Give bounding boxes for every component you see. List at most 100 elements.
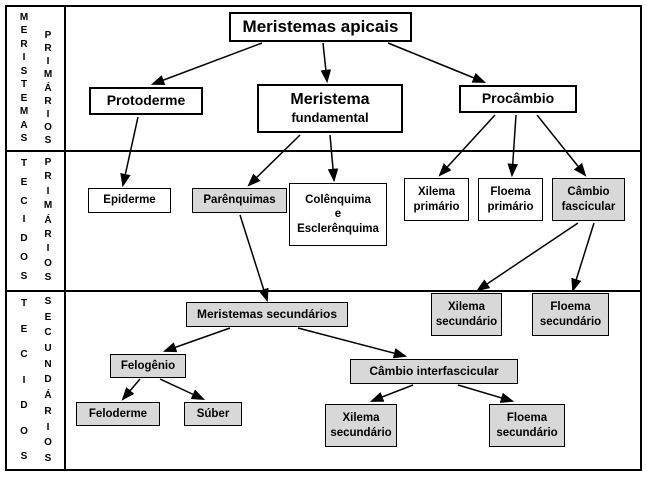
node-meristema-fundamental: Meristema fundamental (257, 84, 403, 133)
node-cambio-fascicular-label: Câmbio fascicular (561, 186, 616, 213)
side-label-letter: E (20, 323, 28, 335)
side-label-letter: D (20, 400, 28, 411)
node-feloderme: Feloderme (76, 402, 160, 426)
node-epiderme: Epiderme (88, 188, 171, 213)
side-label-letter: M (43, 200, 53, 212)
side-label-letter: C (20, 195, 28, 207)
node-floema-primario-label: Floema primário (487, 186, 534, 213)
node-xilema-secundario-1-label: Xilema secundário (435, 301, 498, 328)
node-feloderme-label: Feloderme (88, 407, 148, 420)
side-label-letter: O (44, 437, 52, 449)
side-label-letter: O (20, 252, 28, 264)
band-divider-1 (5, 150, 642, 152)
side-label-letter: R (44, 405, 52, 417)
side-label-letter: I (46, 421, 50, 433)
node-parenquimas-label: Parênquimas (203, 194, 276, 207)
side-label-letter: E (20, 92, 28, 104)
side-label-letter: T (20, 79, 28, 91)
side-label-letter: S (44, 135, 52, 146)
node-procambio-label: Procâmbio (481, 90, 555, 107)
side-label-letter: S (20, 451, 28, 462)
side-label-letter: T (20, 158, 28, 169)
node-cambio-fascicular: Câmbio fascicular (552, 178, 625, 221)
node-protoderme-label: Protoderme (106, 92, 186, 109)
band-divider-2 (5, 290, 642, 292)
side-label-letter: P (44, 30, 52, 41)
side-label-letter: N (44, 358, 52, 370)
side-label-letter: D (44, 374, 52, 386)
side-label-letter: D (20, 233, 28, 245)
side-label-letter: E (20, 176, 28, 188)
side-label-letter: I (46, 243, 50, 255)
side-label-letter: R (20, 38, 28, 50)
side-label-letter: O (44, 121, 52, 133)
node-protoderme: Protoderme (89, 87, 203, 115)
node-floema-secundario-2-label: Floema secundário (496, 412, 558, 439)
side-label-letter: I (22, 52, 26, 64)
node-suber-label: Súber (196, 407, 230, 420)
side-label-letter: U (44, 343, 52, 355)
node-floema-primario: Floema primário (478, 178, 543, 221)
side-label-letter: E (44, 311, 52, 323)
node-meristemas-secundarios-label: Meristemas secundários (196, 307, 338, 321)
node-parenquimas: Parênquimas (192, 188, 287, 213)
side-label-letter: Á (44, 82, 52, 94)
side-label-letter: R (44, 43, 52, 55)
side-label-letter: I (46, 185, 50, 197)
side-label-letter: Á (44, 214, 52, 226)
side-label-letter: R (44, 171, 52, 183)
side-label-letter: S (20, 270, 28, 282)
node-colenquima-esclerenquima: Colênquima e Esclerênquima (289, 183, 387, 246)
side-label-letter: O (44, 257, 52, 269)
node-floema-secundario-1-label: Floema secundário (539, 301, 602, 328)
node-cambio-interfascicular: Câmbio interfascicular (350, 359, 518, 384)
node-meristemas-secundarios: Meristemas secundários (186, 302, 348, 327)
side-label-letter: S (20, 65, 28, 77)
side-label-letter: R (44, 95, 52, 107)
side-label-letter: P (44, 157, 52, 168)
node-colenquima-esclerenquima-label: Colênquima e Esclerênquima (297, 193, 379, 235)
node-xilema-secundario-2: Xilema secundário (325, 404, 397, 447)
node-meristemas-apicais-label: Meristemas apicais (242, 17, 399, 37)
node-felogenio: Felogênio (110, 354, 186, 378)
side-label-letter: R (44, 228, 52, 240)
node-floema-secundario-2: Floema secundário (489, 404, 565, 447)
side-label-letter: O (20, 425, 28, 437)
node-felogenio-label: Felogênio (120, 359, 176, 372)
node-cambio-interfascicular-label: Câmbio interfascicular (369, 364, 499, 378)
node-suber: Súber (184, 402, 242, 426)
node-meristema-fundamental-line1: Meristema (290, 91, 370, 109)
side-label-letter: I (46, 108, 50, 120)
node-epiderme-label: Epiderme (103, 194, 156, 207)
node-procambio: Procâmbio (459, 85, 577, 113)
side-label-letter: M (19, 106, 29, 118)
side-label-divider (64, 5, 66, 471)
node-xilema-primario-label: Xilema primário (413, 186, 460, 213)
side-label-letter: I (22, 214, 26, 226)
node-xilema-primario: Xilema primário (404, 178, 469, 221)
side-label-letter: C (44, 327, 52, 339)
side-label-letter: S (44, 296, 52, 307)
side-label-tecidos-2: T E C I D O S (14, 298, 34, 462)
side-label-letter: S (44, 272, 52, 283)
side-label-letter: T (20, 298, 28, 309)
side-label-letter: I (22, 374, 26, 386)
side-label-letter: C (20, 349, 28, 360)
node-floema-secundario-1: Floema secundário (532, 293, 609, 336)
side-label-letter: M (19, 12, 29, 23)
side-label-letter: S (20, 132, 28, 144)
side-label-letter: M (43, 69, 53, 81)
side-label-letter: I (46, 56, 50, 68)
side-label-letter: A (20, 119, 28, 131)
outer-border (5, 5, 642, 471)
side-label-letter: S (44, 452, 52, 464)
side-label-letter: E (20, 25, 28, 37)
node-xilema-secundario-2-label: Xilema secundário (330, 412, 392, 439)
side-label-letter: Á (44, 390, 52, 402)
